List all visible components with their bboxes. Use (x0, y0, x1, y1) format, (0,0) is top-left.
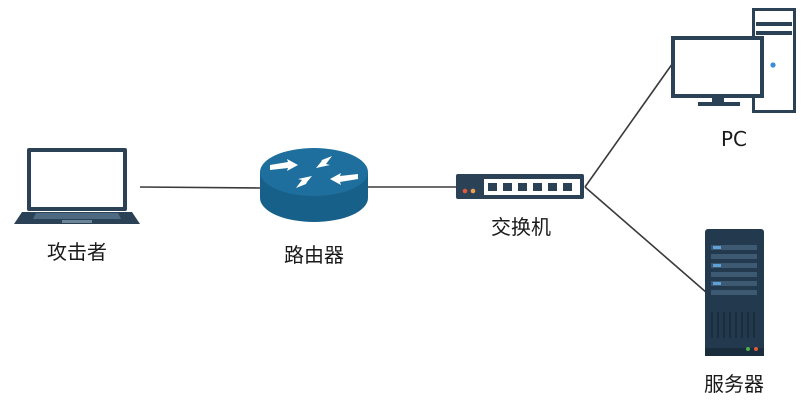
server-label: 服务器 (704, 372, 764, 396)
desktop-pc-icon (671, 8, 796, 113)
pc-label: PC (721, 127, 747, 151)
link-switch-server (584, 186, 708, 294)
link-switch-pc (584, 59, 676, 188)
switch-label: 交换机 (491, 215, 551, 239)
laptop-icon (14, 148, 140, 224)
link-attacker-router (139, 186, 261, 189)
switch-icon (456, 174, 584, 199)
router-label: 路由器 (284, 243, 344, 267)
router-icon (260, 148, 368, 222)
server-icon (705, 229, 764, 356)
attacker-label: 攻击者 (47, 240, 107, 264)
